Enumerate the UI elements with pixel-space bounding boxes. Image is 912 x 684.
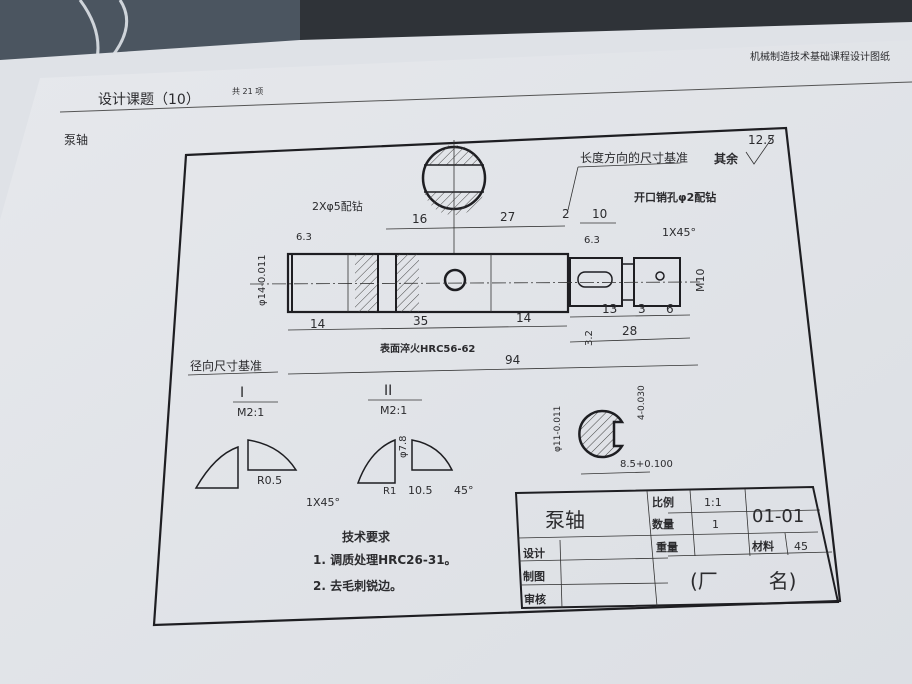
section-keyway-width: 4-0.030 (637, 385, 647, 420)
header-rule (59, 81, 912, 113)
detail-2-label: II (384, 383, 392, 399)
dim-14b: 14 (516, 311, 531, 325)
detail-2-chamfer: 1X45° (306, 496, 340, 509)
roughness-other-label: 其余 (714, 151, 739, 166)
tech-req-title: 技术要求 (342, 529, 391, 544)
factory-name: (厂 名) (690, 569, 796, 593)
dim-94: 94 (505, 353, 520, 367)
keyway-section-view: φ11-0.011 4-0.030 8.5+0.100 (553, 385, 673, 475)
length-datum-label: 长度方向的尺寸基准 (580, 150, 688, 165)
header-right: 机械制造技术基础课程设计图纸 (750, 50, 890, 63)
title-block: 泵轴 比例 1:1 数量 1 重量 01-01 材料 45 设计 制图 审核 (… (514, 485, 840, 610)
detail-2-scale: M2:1 (380, 404, 407, 417)
dim-6: 6 (666, 302, 674, 316)
detail-2: II M2:1 φ7.8 R1 10.5 1X45° 45° (306, 383, 474, 509)
detail-1-scale: M2:1 (237, 406, 264, 419)
tech-req-2: 2. 去毛刺锐边。 (313, 578, 402, 593)
scale-label: 比例 (652, 495, 674, 509)
dim-16: 16 (412, 212, 427, 226)
qty-value: 1 (712, 518, 719, 531)
top-section-view (421, 140, 487, 255)
detail-2-diameter: φ7.8 (398, 436, 409, 459)
detail-2-angle: 45° (454, 484, 474, 497)
drill-holes-note: 2Xφ5配钻 (312, 199, 363, 213)
header-title: 设计课题（10） (98, 92, 200, 108)
material-value: 45 (794, 540, 808, 553)
material-label: 材料 (752, 539, 774, 553)
thread-label: M10 (694, 269, 707, 293)
radial-datum-label: 径向尺寸基准 (190, 358, 262, 373)
paper (0, 40, 912, 684)
part-label: 泵轴 (64, 132, 88, 147)
roughness-mid: 6.3 (584, 235, 600, 246)
roughness-groove: 3.2 (584, 330, 595, 346)
detail-2-width: 10.5 (408, 484, 433, 497)
dim-35: 35 (413, 314, 428, 328)
dim-10: 10 (592, 207, 607, 221)
chamfer-right: 1X45° (662, 226, 696, 239)
section-keyway-depth: 8.5+0.100 (620, 459, 673, 470)
drawing-number: 01-01 (752, 506, 804, 527)
checker-label: 审核 (524, 592, 546, 606)
qty-label: 数量 (652, 517, 674, 531)
diameter-main: φ14-0.011 (257, 254, 268, 306)
weight-label: 重量 (656, 540, 678, 554)
title-block-name: 泵轴 (545, 508, 585, 532)
roughness-left: 6.3 (296, 232, 312, 243)
detail-2-radius: R1 (383, 486, 396, 497)
shaft-main-view (249, 252, 701, 314)
detail-1-radius: R0.5 (257, 474, 282, 487)
header-count: 共 21 项 (232, 87, 263, 96)
drafter-label: 制图 (523, 569, 545, 583)
dim-13: 13 (602, 302, 617, 316)
dim-2: 2 (562, 207, 570, 221)
roughness-symbol-icon (745, 134, 775, 165)
drawing-frame (152, 126, 842, 627)
dimension-lines (287, 222, 699, 375)
surface-hardening-note: 表面淬火HRC56-62 (379, 342, 475, 355)
dim-14a: 14 (310, 317, 325, 331)
section-diameter: φ11-0.011 (553, 406, 563, 452)
tech-req-1: 1. 调质处理HRC26-31。 (313, 552, 457, 567)
designer-label: 设计 (523, 546, 545, 560)
dim-28: 28 (622, 324, 637, 338)
detail-1: I M2:1 R0.5 (194, 385, 298, 489)
dim-27: 27 (500, 210, 515, 224)
scale-value: 1:1 (704, 496, 722, 509)
dim-3: 3 (638, 302, 646, 316)
pin-hole-note: 开口销孔φ2配钻 (634, 190, 716, 204)
detail-1-label: I (240, 385, 244, 401)
